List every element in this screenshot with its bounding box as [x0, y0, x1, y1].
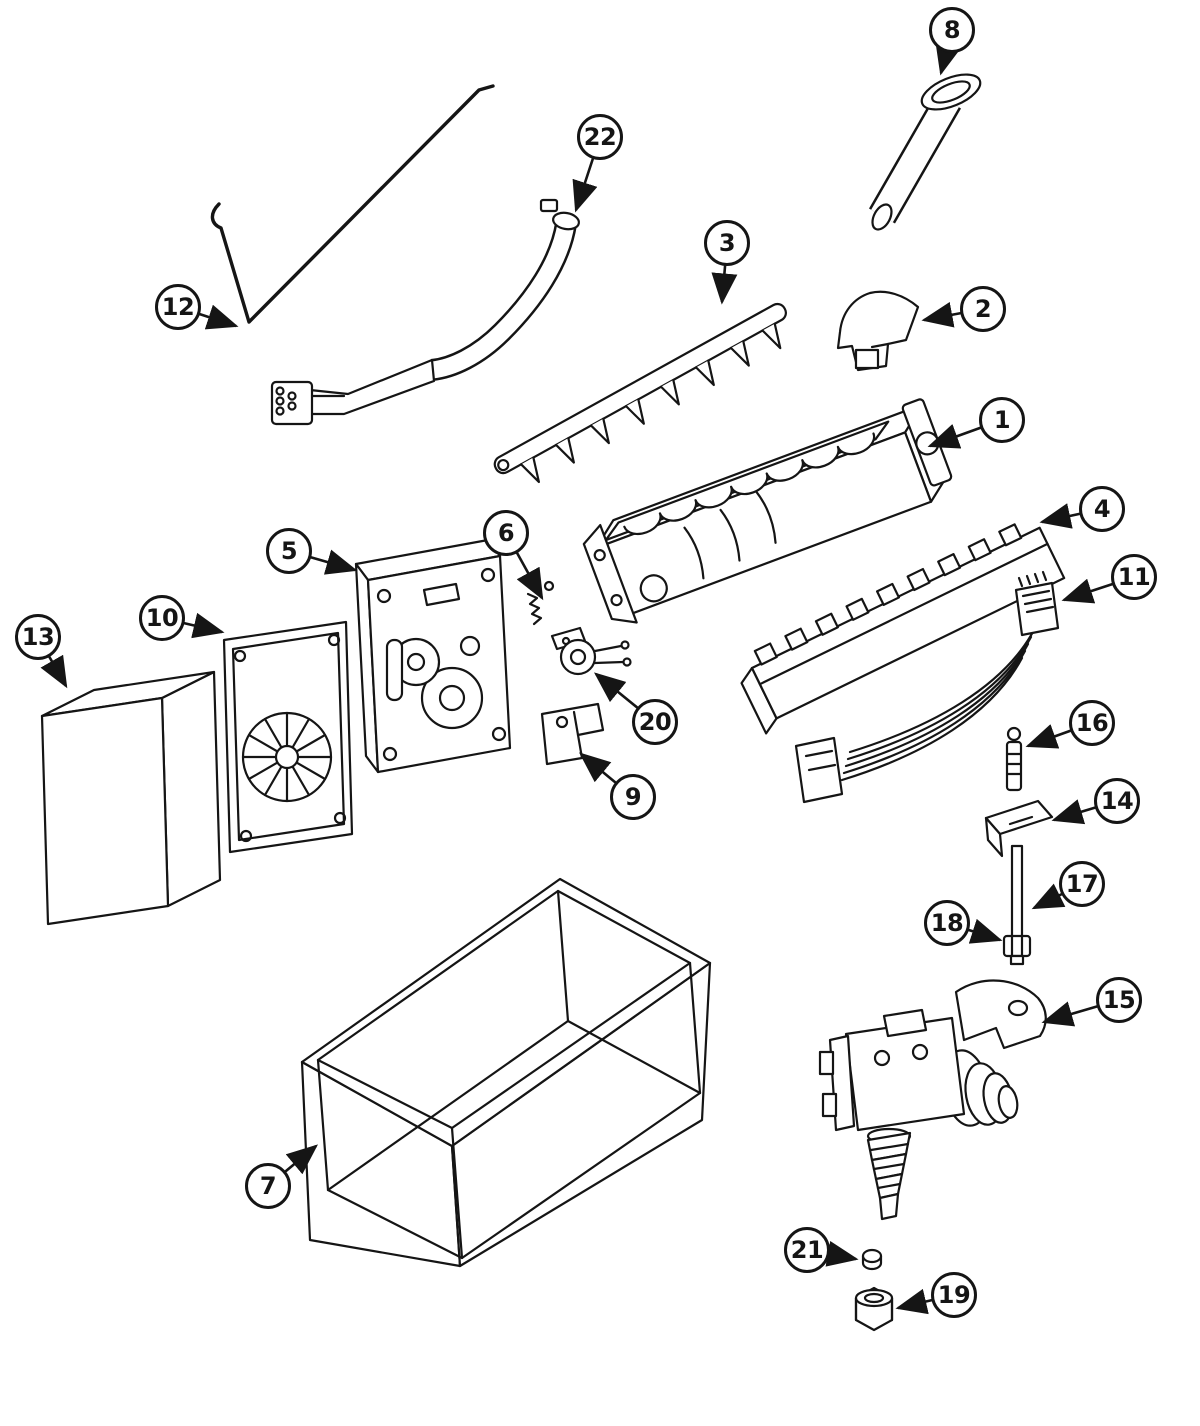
part-ice-stripper	[493, 302, 787, 484]
part-nut-lower	[1002, 934, 1032, 966]
callout-arrow-14	[1051, 799, 1118, 825]
callout-arrow-21	[806, 1241, 859, 1267]
part-thermostat	[559, 638, 632, 676]
callout-arrow-1	[927, 418, 1003, 449]
part-thermostat-clip	[526, 580, 587, 651]
part-ice-bin	[300, 877, 712, 1268]
part-stud	[1010, 844, 1024, 942]
part-cover	[40, 670, 222, 926]
part-water-valve	[818, 979, 1047, 1221]
callout-arrow-20	[593, 672, 656, 724]
callout-arrow-11	[1061, 575, 1135, 604]
part-bracket	[836, 290, 920, 372]
part-fan-plate	[222, 620, 354, 854]
callout-arrow-12	[177, 304, 239, 330]
part-ice-maker	[582, 398, 953, 624]
callout-arrow-19	[895, 1288, 955, 1315]
callout-arrow-6	[504, 532, 544, 601]
part-hex-nut	[854, 1286, 894, 1332]
callout-arrow-16	[1025, 721, 1093, 749]
callout-arrow-10	[161, 612, 225, 639]
part-screw	[1005, 726, 1023, 792]
callout-arrow-4	[1039, 503, 1103, 529]
part-mounting-plate	[740, 523, 1066, 735]
callout-arrow-15	[1041, 998, 1120, 1027]
fan-blades	[241, 711, 333, 803]
part-shutoff-arm	[210, 84, 495, 324]
part-control-module	[354, 538, 512, 774]
callout-arrow-5	[288, 549, 358, 575]
callout-arrow-13	[36, 636, 68, 689]
callout-arrow-18	[946, 918, 1003, 944]
part-support-bracket	[540, 702, 605, 766]
callout-arrow-17	[1031, 882, 1083, 910]
callout-arrow-9	[578, 752, 634, 799]
callout-arrow-2	[921, 301, 984, 328]
part-grommet	[861, 1248, 883, 1271]
part-wiring-harness	[794, 570, 1060, 804]
callout-arrow-3	[711, 242, 738, 305]
part-fill-tube-extension	[270, 198, 580, 426]
callout-arrow-22	[572, 136, 602, 213]
callout-arrow-8	[935, 29, 961, 76]
part-fill-tube	[868, 73, 982, 231]
